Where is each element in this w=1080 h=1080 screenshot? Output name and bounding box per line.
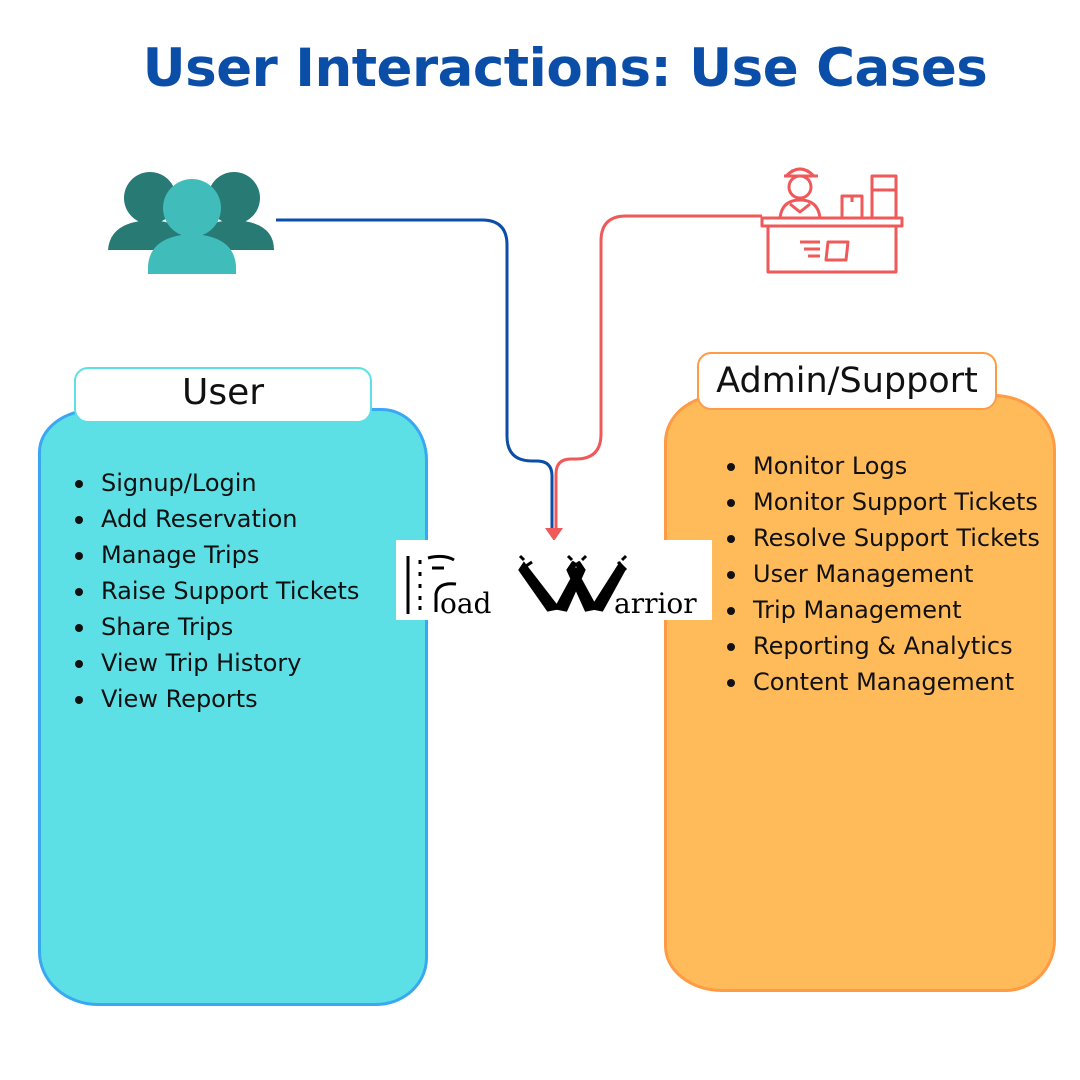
list-item: User Management [727,556,1040,592]
logo-word-road: oad [440,587,492,620]
list-item: Manage Trips [75,537,359,573]
list-item: Raise Support Tickets [75,573,359,609]
admin-use-case-list: Monitor Logs Monitor Support Tickets Res… [727,448,1040,700]
list-item: Monitor Support Tickets [727,484,1040,520]
user-connector [276,218,554,528]
user-use-case-list: Signup/Login Add Reservation Manage Trip… [75,465,359,717]
list-item: Reporting & Analytics [727,628,1040,664]
admin-panel [664,394,1056,992]
list-item: Add Reservation [75,501,359,537]
list-item: Monitor Logs [727,448,1040,484]
arrow-head-icon [545,528,563,541]
list-item: Content Management [727,664,1040,700]
list-item: View Reports [75,681,359,717]
user-panel-header: User [74,367,372,423]
list-item: View Trip History [75,645,359,681]
user-panel [38,408,428,1006]
list-item: Signup/Login [75,465,359,501]
users-group-icon [108,172,274,274]
road-warrior-logo: oad arrior [396,540,712,620]
support-desk-icon [760,167,904,274]
admin-connector [554,214,762,528]
list-item: Trip Management [727,592,1040,628]
logo-word-warrior: arrior [614,587,697,620]
page-title: User Interactions: Use Cases [142,38,988,99]
admin-panel-header: Admin/Support [697,352,997,410]
logo-mark-icon [406,554,628,614]
list-item: Resolve Support Tickets [727,520,1040,556]
list-item: Share Trips [75,609,359,645]
